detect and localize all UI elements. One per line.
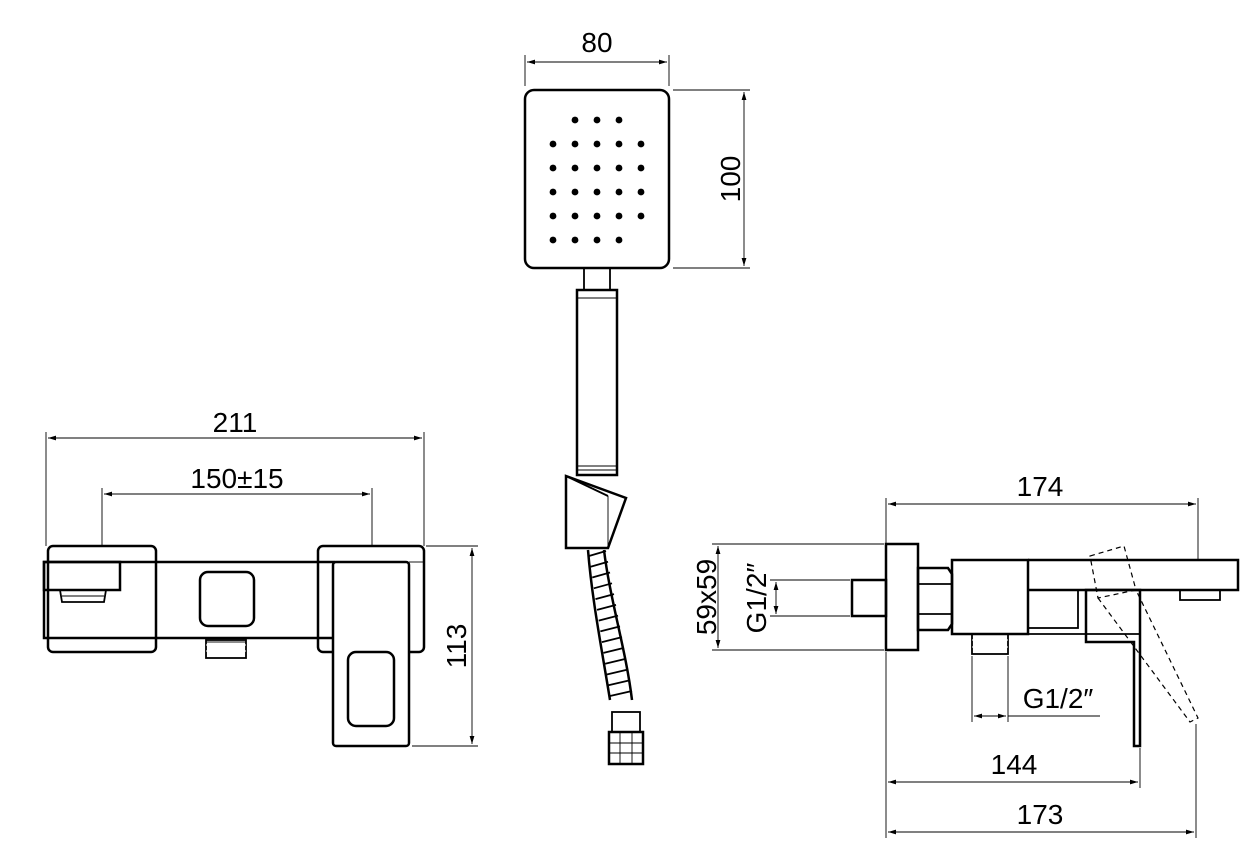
nozzle-dot [549, 212, 557, 220]
nozzle-dot [571, 140, 579, 148]
shower-outlet-connector [205, 639, 247, 659]
nozzle-dot [571, 116, 579, 124]
dim-front-center-distance: 150±15 [190, 463, 283, 494]
nozzle-dot [637, 188, 645, 196]
nozzle-dot [549, 236, 557, 244]
lever-swing-outline [1089, 545, 1137, 599]
nozzle-dot [593, 212, 601, 220]
nozzle-dot [593, 236, 601, 244]
nozzle-dot [637, 140, 645, 148]
nozzle-dot [549, 140, 557, 148]
wall-flange [884, 542, 920, 652]
nozzle-dot [571, 236, 579, 244]
nozzle-dot [593, 140, 601, 148]
nozzle-dot [615, 188, 623, 196]
nozzle-dot [615, 212, 623, 220]
shower-hose [586, 549, 634, 701]
side-body [950, 558, 1030, 636]
nozzle-dot [615, 236, 623, 244]
shower-handle [575, 288, 619, 477]
nozzle-dot [615, 140, 623, 148]
nozzle-dot [593, 116, 601, 124]
nozzle-dot [571, 188, 579, 196]
nozzle-grid [549, 116, 645, 244]
nozzle-dot [549, 188, 557, 196]
shower-neck [583, 267, 611, 291]
dim-side-flange-size: 59x59 [691, 559, 722, 635]
nozzle-dot [571, 164, 579, 172]
nozzle-dot [637, 164, 645, 172]
dim-head-height: 100 [715, 156, 746, 203]
nozzle-dot [549, 164, 557, 172]
dim-front-overall-width: 211 [213, 407, 258, 438]
dim-side-depth-top: 174 [1017, 471, 1064, 502]
hand-shower-view: 80 100 [523, 27, 750, 766]
mixer-side-view: 174 59x59 G1/2″ G1/2″ 144 173 [691, 471, 1240, 838]
nozzle-dot [593, 164, 601, 172]
dim-side-outlet-thread: G1/2″ [1023, 683, 1094, 714]
side-outlet-connector [971, 633, 1009, 655]
nozzle-dot [615, 116, 623, 124]
nozzle-dot [637, 212, 645, 220]
dim-head-width: 80 [581, 27, 612, 58]
shower-cone [564, 474, 628, 550]
mixer-body [42, 560, 336, 640]
dim-side-overall-depth: 173 [1017, 799, 1064, 830]
side-lever [1084, 588, 1142, 748]
nozzle-dot [571, 212, 579, 220]
nozzle-dot [615, 164, 623, 172]
inlet-pipe [850, 578, 888, 618]
hex-nut [916, 566, 954, 632]
hose-nut [607, 730, 645, 766]
dim-side-lever-depth: 144 [991, 749, 1038, 780]
dim-front-height: 113 [441, 624, 472, 669]
diverter-knob [198, 570, 256, 628]
mixer-lever [331, 560, 411, 748]
side-spout [1028, 558, 1240, 592]
dim-side-inlet-thread: G1/2″ [741, 563, 772, 634]
mixer-front-view: 211 150±15 113 [42, 407, 478, 748]
nozzle-dot [593, 188, 601, 196]
